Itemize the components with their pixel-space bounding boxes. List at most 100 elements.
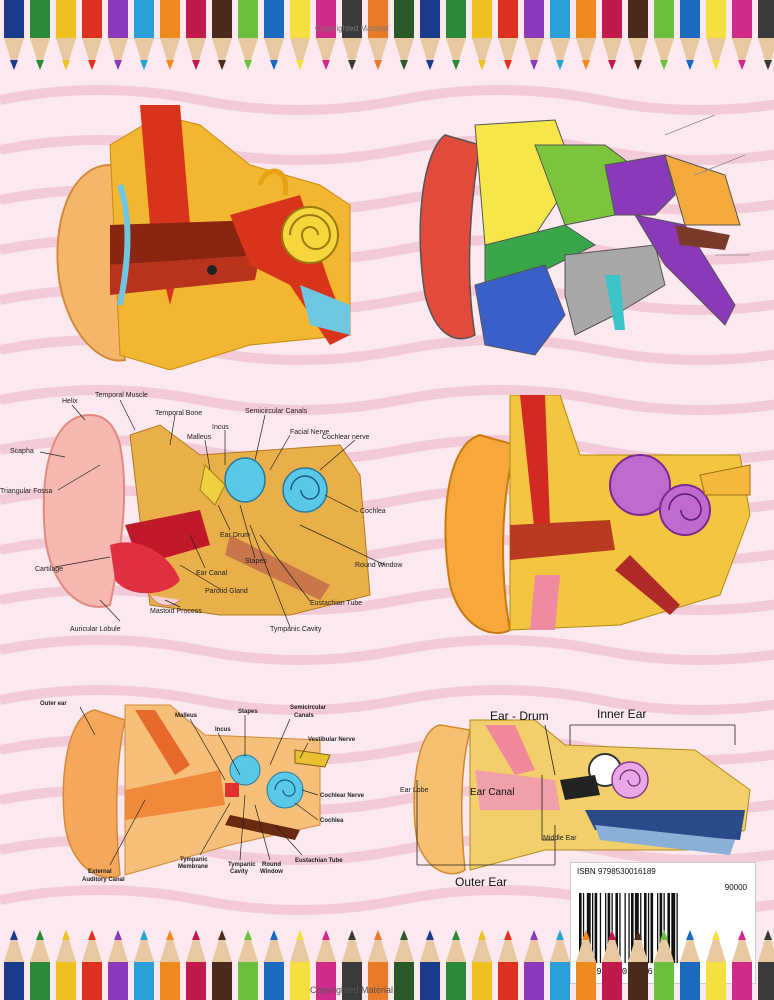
ear-diagram-colored-1 — [56, 105, 351, 370]
pencil — [290, 0, 310, 70]
isbn-barcode: ISBN 9798530016189 90000 9 798530 016189 — [570, 862, 756, 984]
pencil — [446, 930, 466, 1000]
label-cochlear-nerve: Cochlear nerve — [322, 434, 370, 441]
isbn-label: ISBN 9798530016189 — [577, 867, 656, 876]
pencil — [394, 930, 414, 1000]
label-stapes: Stapes — [238, 709, 258, 715]
pencil — [680, 930, 700, 1000]
pencil — [342, 0, 362, 70]
pencil — [160, 0, 180, 70]
pencil — [316, 0, 336, 70]
barcode-bar — [647, 893, 650, 963]
label-malleus: Malleus — [175, 713, 198, 719]
pencil — [576, 0, 596, 70]
pencil — [732, 930, 752, 1000]
label-temporal-bone: Temporal Bone — [155, 410, 202, 417]
label-eustachian-tube: Eustachian Tube — [295, 858, 343, 864]
pencil — [602, 930, 622, 1000]
label-mastoid-process: Mastoid Process — [150, 608, 202, 615]
pencil — [82, 0, 102, 70]
barcode-bar — [615, 893, 618, 963]
ear-diagram-labeled-anatomy: Helix Temporal Muscle Temporal Bone Semi… — [0, 392, 403, 633]
label-semicircular-canals: Semicircular Canals — [245, 408, 308, 415]
pencil — [602, 0, 622, 70]
label-semicircular: Semicircular — [290, 705, 327, 711]
label-ear-drum: Ear Drum — [220, 532, 250, 539]
pencil — [108, 930, 128, 1000]
label-stapes: Stapes — [245, 558, 267, 565]
pencil — [628, 0, 648, 70]
pencil — [446, 0, 466, 70]
barcode-bar — [634, 893, 639, 963]
label-round: Round — [262, 862, 281, 868]
pencil — [186, 930, 206, 1000]
pencil — [420, 0, 440, 70]
label-cochlea: Cochlea — [320, 818, 344, 824]
pencil — [30, 0, 50, 70]
barcode-bar — [671, 893, 676, 963]
pencil — [706, 0, 726, 70]
label-incus: Incus — [215, 727, 231, 733]
pencil — [368, 930, 388, 1000]
barcode-bar — [628, 893, 630, 963]
footer-copyright-text: Copyrighted Material — [310, 985, 394, 995]
barcode-bar — [640, 893, 642, 963]
label-auditory-canal: Auditory Canal — [82, 877, 125, 883]
label-window: Window — [260, 869, 283, 875]
label-eustachian-tube: Eustachian Tube — [310, 600, 362, 607]
pencil — [524, 0, 544, 70]
pencil — [212, 0, 232, 70]
barcode-bar — [582, 893, 585, 963]
label-scapha: Scapha — [10, 448, 34, 455]
pencil — [758, 930, 774, 1000]
label-tympanic: Tympanic — [180, 857, 208, 863]
pencil — [264, 930, 284, 1000]
barcode-bar — [631, 893, 634, 963]
label-canals: Canals — [294, 713, 314, 719]
label-ear-lobe: Ear Lobe — [400, 787, 429, 794]
pencil — [342, 930, 362, 1000]
label-tympanic-cavity: Tympanic Cavity — [270, 626, 322, 633]
label-ear-canal: Ear Canal — [196, 570, 228, 577]
barcode-bar — [586, 893, 591, 963]
barcode-bar — [650, 893, 654, 963]
pencil — [420, 930, 440, 1000]
ear-diagram-colored-2 — [419, 115, 750, 356]
label-middle-ear: Middle Ear — [543, 835, 577, 842]
label-triangular-fossa: Triangular Fossa — [0, 488, 52, 495]
label-external: External — [88, 869, 112, 875]
pencil — [108, 0, 128, 70]
barcode-bars — [579, 893, 678, 963]
ear-diagram-colored-3 — [444, 395, 751, 634]
pencil — [186, 0, 206, 70]
barcode-bar — [667, 893, 670, 963]
ear-diagram-labeled-2: Outer ear Malleus Stapes Semicircular Ca… — [40, 701, 365, 883]
label-cochlea: Cochlea — [360, 508, 386, 515]
pencil — [472, 930, 492, 1000]
label-cavity: Cavity — [230, 869, 249, 875]
pencil — [4, 930, 24, 1000]
label-outer-ear: Outer ear — [40, 701, 67, 707]
pencil — [264, 0, 284, 70]
pencil — [212, 930, 232, 1000]
label-facial-nerve: Facial Nerve — [290, 429, 329, 436]
bottom-pencil-border — [4, 930, 774, 1000]
pencil — [30, 930, 50, 1000]
barcode-bar — [624, 893, 626, 963]
pencil — [732, 0, 752, 70]
pencil — [472, 0, 492, 70]
label-ear-drum: Ear - Drum — [490, 709, 549, 723]
barcode-bar — [659, 893, 663, 963]
pencil — [238, 930, 258, 1000]
pencil — [56, 930, 76, 1000]
pencil — [498, 930, 518, 1000]
pencil — [316, 930, 336, 1000]
label-incus: Incus — [212, 424, 229, 431]
label-temporal-muscle: Temporal Muscle — [95, 392, 148, 399]
label-cartilage: Cartilage — [35, 566, 63, 573]
pencil — [82, 930, 102, 1000]
barcode-bar — [594, 893, 598, 963]
top-pencil-border — [4, 0, 774, 70]
pencil — [654, 930, 674, 1000]
barcode-bar — [676, 893, 678, 963]
